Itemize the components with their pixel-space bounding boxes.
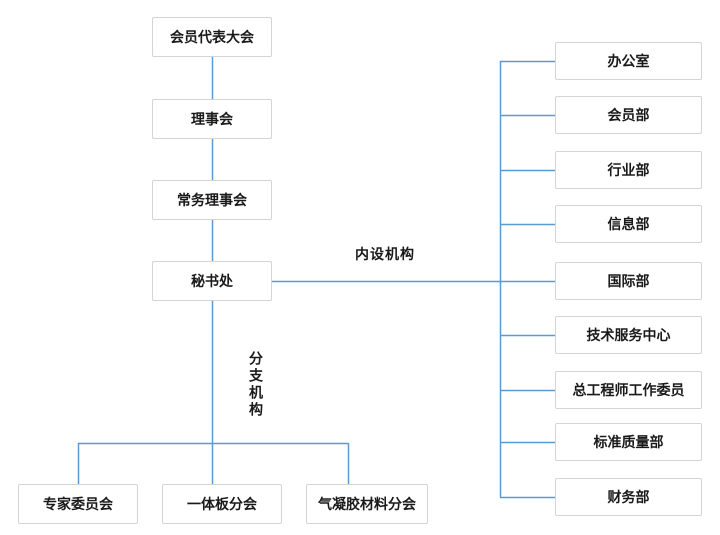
node-expert-committee: 专家委员会 <box>18 484 138 524</box>
node-standards-quality-dept: 标准质量部 <box>555 423 702 461</box>
node-office: 办公室 <box>555 42 702 80</box>
node-membership-dept: 会员部 <box>555 96 702 134</box>
node-integrated-panel-branch: 一体板分会 <box>162 484 282 524</box>
node-chief-engineer-committee: 总工程师工作委员 <box>555 371 702 409</box>
node-standing-council: 常务理事会 <box>152 180 272 220</box>
node-finance-dept: 财务部 <box>555 478 702 516</box>
node-information-dept: 信息部 <box>555 205 702 243</box>
label-internal-organs: 内设机构 <box>355 246 415 262</box>
node-members-assembly: 会员代表大会 <box>152 17 272 57</box>
node-secretariat: 秘书处 <box>152 261 272 301</box>
node-industry-dept: 行业部 <box>555 151 702 189</box>
node-aerogel-materials-branch: 气凝胶材料分会 <box>306 484 428 524</box>
node-council: 理事会 <box>152 99 272 139</box>
node-tech-service-center: 技术服务中心 <box>555 316 702 354</box>
label-branch-organs: 分支机构 <box>248 351 264 419</box>
node-international-dept: 国际部 <box>555 262 702 300</box>
